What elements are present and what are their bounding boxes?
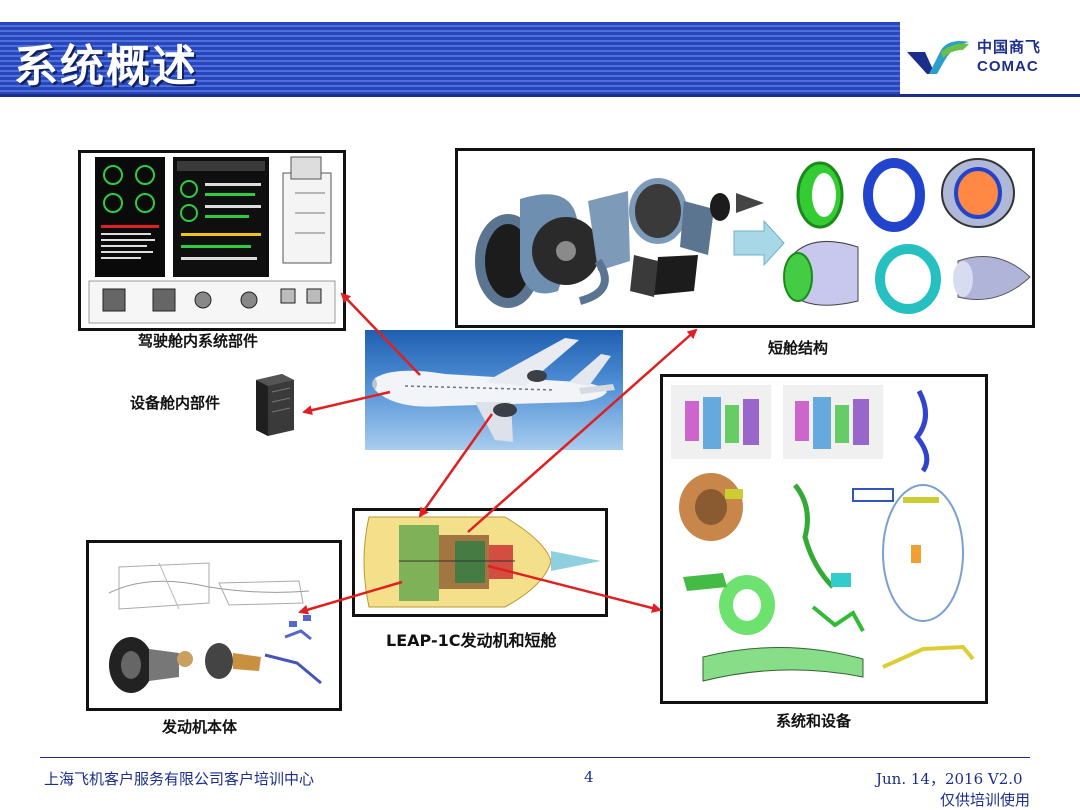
- footer-org: 上海飞机客户服务有限公司客户培训中心: [44, 768, 314, 789]
- logo-text-en: COMAC: [977, 58, 1039, 75]
- label-engine-core: 发动机本体: [162, 716, 237, 737]
- engine-nacelle-image: [352, 508, 608, 617]
- aircraft-image: [365, 330, 623, 450]
- header-divider: [0, 94, 1080, 97]
- page-title: 系统概述: [14, 30, 198, 94]
- footer-divider: [40, 757, 1030, 758]
- footer-date-version: Jun. 14，2016 V2.0: [876, 768, 1023, 789]
- label-systems: 系统和设备: [776, 710, 851, 731]
- label-nacelle: 短舱结构: [768, 337, 828, 358]
- engine-core-image: [86, 540, 342, 711]
- comac-logo: 中国商飞 COMAC: [905, 28, 1075, 88]
- footer-note: 仅供培训使用: [940, 789, 1030, 810]
- arrow-right-icon: [734, 221, 784, 265]
- label-cockpit: 驾驶舱内系统部件: [138, 330, 258, 351]
- comac-wing-icon: [905, 34, 971, 84]
- avionics-unit-image: [250, 372, 296, 436]
- label-engine-assembly: LEAP-1C发动机和短舱: [386, 627, 556, 651]
- cockpit-panel-image: [78, 150, 346, 331]
- systems-equipment-image: [660, 374, 988, 704]
- logo-text-cn: 中国商飞: [977, 36, 1041, 57]
- nacelle-structure-image: [455, 148, 1035, 328]
- label-avionics-bay: 设备舱内部件: [130, 392, 220, 413]
- page-number: 4: [584, 768, 594, 786]
